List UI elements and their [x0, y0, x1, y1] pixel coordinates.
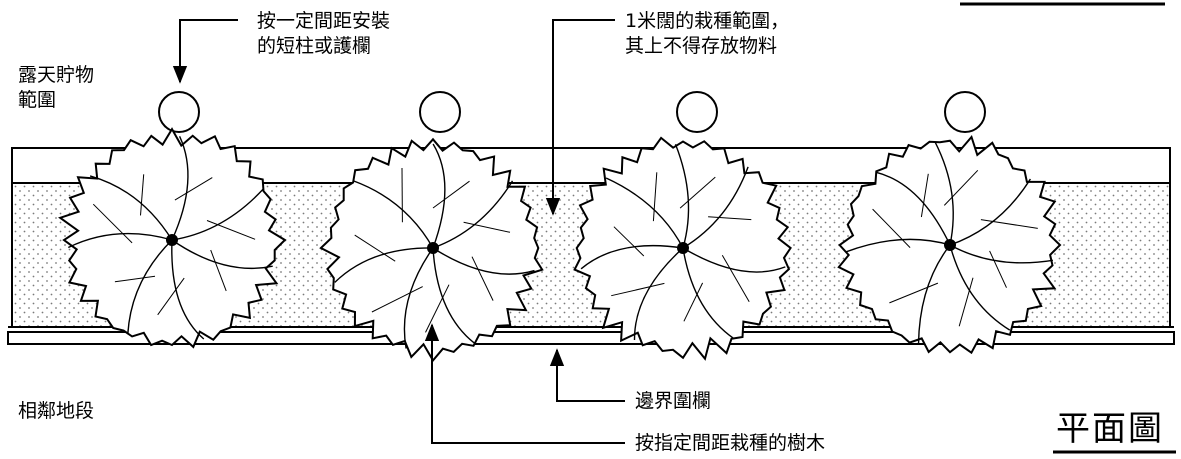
tree-canopy [58, 127, 287, 349]
post-circle [158, 91, 200, 133]
leader-trees [424, 323, 625, 444]
planting-zone-label: 1米闊的栽種範圍， 其上不得存放物料 [625, 9, 789, 59]
leader-planting-zone [545, 19, 615, 216]
post-circle [676, 91, 718, 133]
post-circle [419, 91, 461, 133]
tree-trunk [166, 234, 178, 246]
tree-canopy [837, 134, 1062, 355]
trees-label: 按指定間距栽種的樹木 [635, 432, 826, 454]
post-circle [944, 91, 986, 133]
storage-area-line-1: 露天貯物 [18, 64, 95, 86]
tree-canopy [573, 136, 792, 361]
storage-area-label: 露天貯物 範圍 [18, 63, 94, 113]
tree-trunk [677, 242, 689, 254]
posts-label: 按一定間距安裝 的短柱或護欄 [257, 9, 390, 59]
planting-zone-line-1: 1米闊的栽種範圍， [625, 10, 790, 32]
tree-trunk [427, 242, 439, 254]
leader-posts [172, 19, 238, 84]
planting-zone-line-2: 其上不得存放物料 [625, 35, 778, 57]
storage-area-line-2: 範圍 [18, 89, 57, 111]
posts-line-2: 的短柱或護欄 [257, 35, 372, 57]
tree-canopy [319, 137, 544, 363]
posts-line-1: 按一定間距安裝 [257, 10, 391, 32]
leader-boundary-fence [549, 348, 625, 402]
adjacent-lot-label: 相鄰地段 [18, 400, 95, 422]
plan-view-title: 平面圖 [1056, 409, 1164, 449]
tree-trunk [944, 239, 956, 251]
boundary-fence [7, 331, 1175, 345]
boundary-fence-label: 邊界圍欄 [635, 390, 712, 412]
